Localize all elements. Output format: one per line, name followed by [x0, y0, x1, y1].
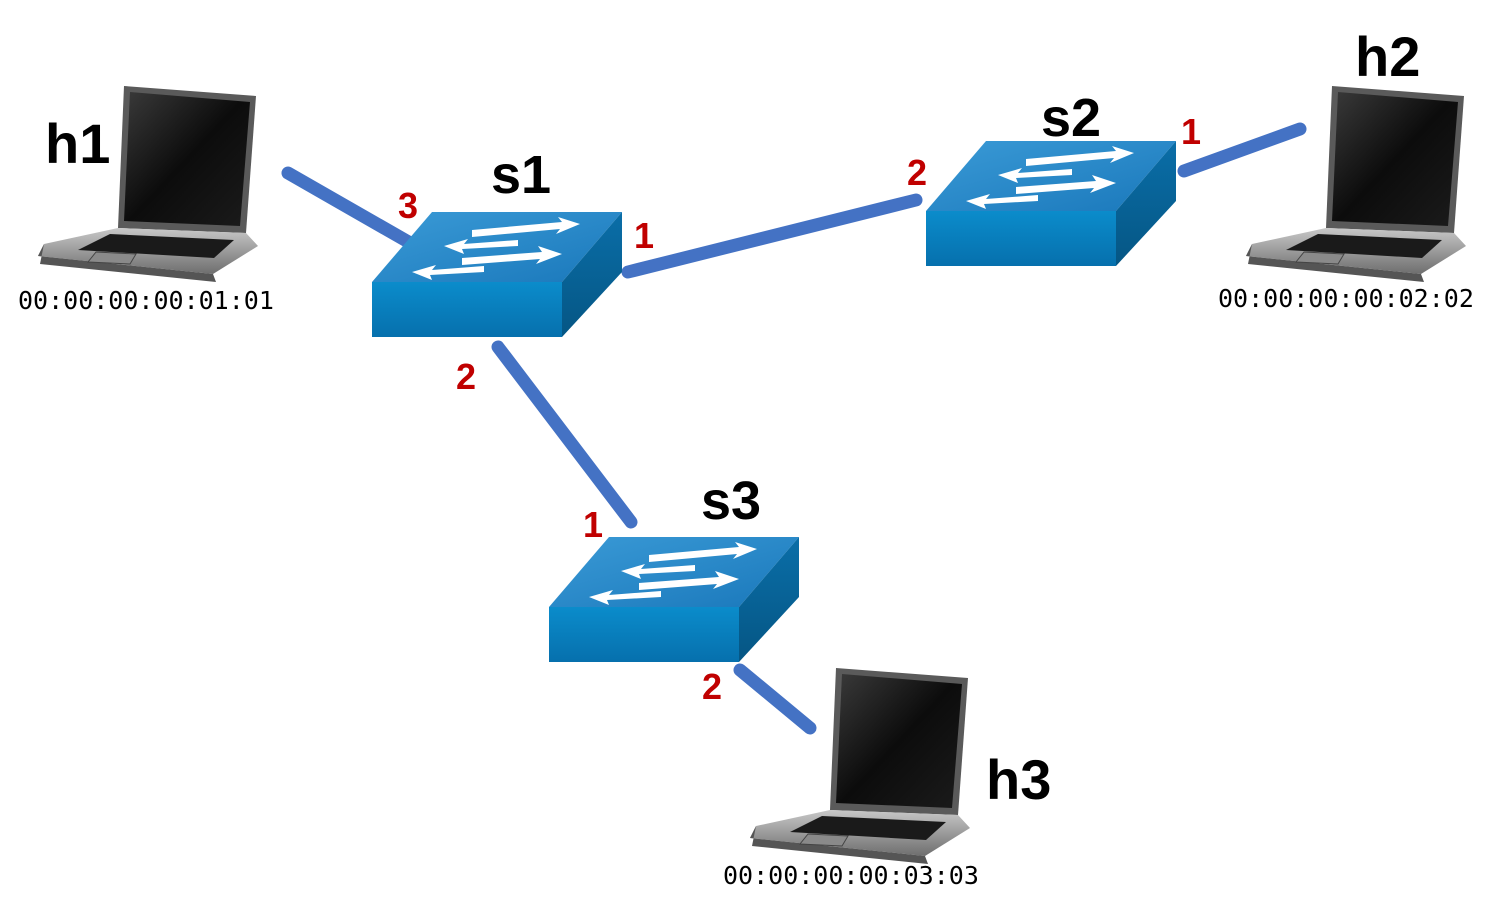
mac-label-h3: 00:00:00:00:03:03: [723, 861, 979, 890]
mac-label-h2: 00:00:00:00:02:02: [1218, 284, 1474, 313]
port-label-s1-s2: 1: [634, 215, 654, 256]
mac-label-h1: 00:00:00:00:01:01: [18, 286, 274, 315]
switch-icon-s1: [372, 212, 622, 337]
port-label-s2-s1: 2: [907, 152, 927, 193]
laptop-icon-h2: [1245, 85, 1467, 283]
link-s3-h3: [733, 663, 817, 735]
host-label-h3: h3: [986, 748, 1051, 811]
link-h1-s1: [281, 166, 419, 251]
port-label-s2-h2: 1: [1181, 111, 1201, 152]
port-label-s1-h1: 3: [398, 185, 418, 226]
switch-label-s3: s3: [701, 471, 761, 531]
link-s1-s3: [491, 340, 638, 529]
switch-icon-s3: [549, 537, 799, 662]
link-s2-h2: [1177, 122, 1307, 178]
link-s1-s2: [621, 193, 923, 279]
host-label-h1: h1: [45, 112, 110, 175]
port-label-s3-h3: 2: [702, 666, 722, 707]
host-label-h2: h2: [1355, 25, 1420, 88]
switch-icon-s2: [926, 141, 1176, 266]
switch-label-s1: s1: [491, 145, 551, 205]
port-label-s1-s3: 2: [456, 356, 476, 397]
port-label-s3-s1: 1: [583, 504, 603, 545]
switch-label-s2: s2: [1041, 88, 1101, 148]
